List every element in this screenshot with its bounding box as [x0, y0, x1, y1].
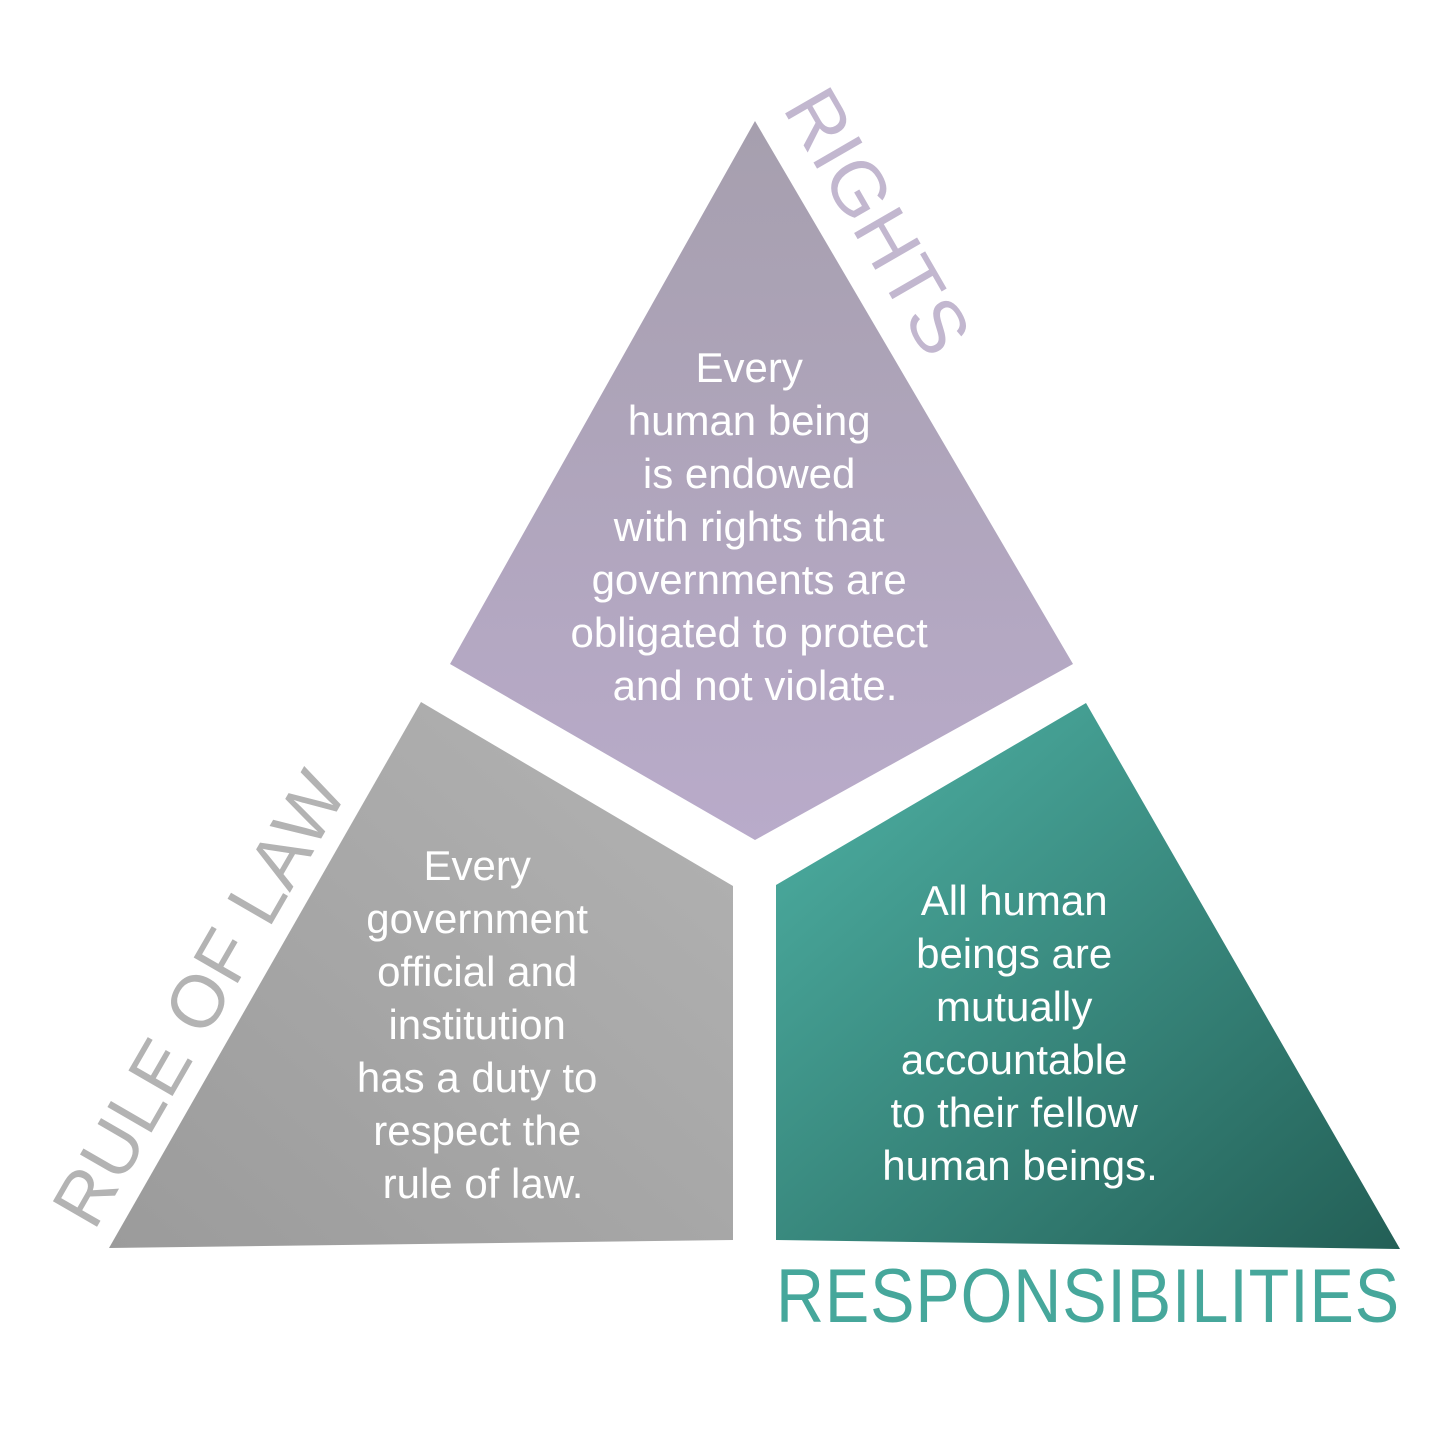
rule-of-law-line: rule of law. — [383, 1160, 584, 1207]
rights-line: Every — [695, 344, 802, 391]
rights-line: with rights that — [613, 503, 885, 550]
rule-of-law-line: Every — [423, 842, 530, 889]
rights-line: obligated to protect — [571, 609, 929, 656]
rule-of-law-segment — [109, 702, 733, 1248]
rule-of-law-line: respect the — [373, 1107, 581, 1154]
rule-of-law-line: government — [366, 895, 588, 942]
responsibilities-label: RESPONSIBILITIES — [776, 1254, 1400, 1339]
responsibilities-line: All human — [921, 877, 1108, 924]
responsibilities-segment — [776, 703, 1400, 1249]
responsibilities-line: to their fellow — [890, 1089, 1138, 1136]
responsibilities-line: mutually — [936, 983, 1092, 1030]
rights-line: and not violate. — [613, 662, 898, 709]
responsibilities-line: accountable — [901, 1036, 1128, 1083]
responsibilities-line: human beings. — [882, 1142, 1158, 1189]
rights-line: human being — [628, 397, 871, 444]
rights-line: is endowed — [643, 450, 855, 497]
rule-of-law-line: institution — [388, 1001, 565, 1048]
rule-of-law-line: official and — [377, 948, 577, 995]
rights-text: Every human being is endowed with rights… — [571, 344, 940, 709]
rights-line: governments are — [592, 556, 907, 603]
rule-of-law-text: Every government official and institutio… — [357, 842, 609, 1207]
responsibilities-text: All human beings are mutually accountabl… — [882, 877, 1158, 1189]
responsibilities-line: beings are — [916, 930, 1112, 977]
rights-segment — [450, 121, 1073, 840]
rule-of-law-line: has a duty to — [357, 1054, 598, 1101]
